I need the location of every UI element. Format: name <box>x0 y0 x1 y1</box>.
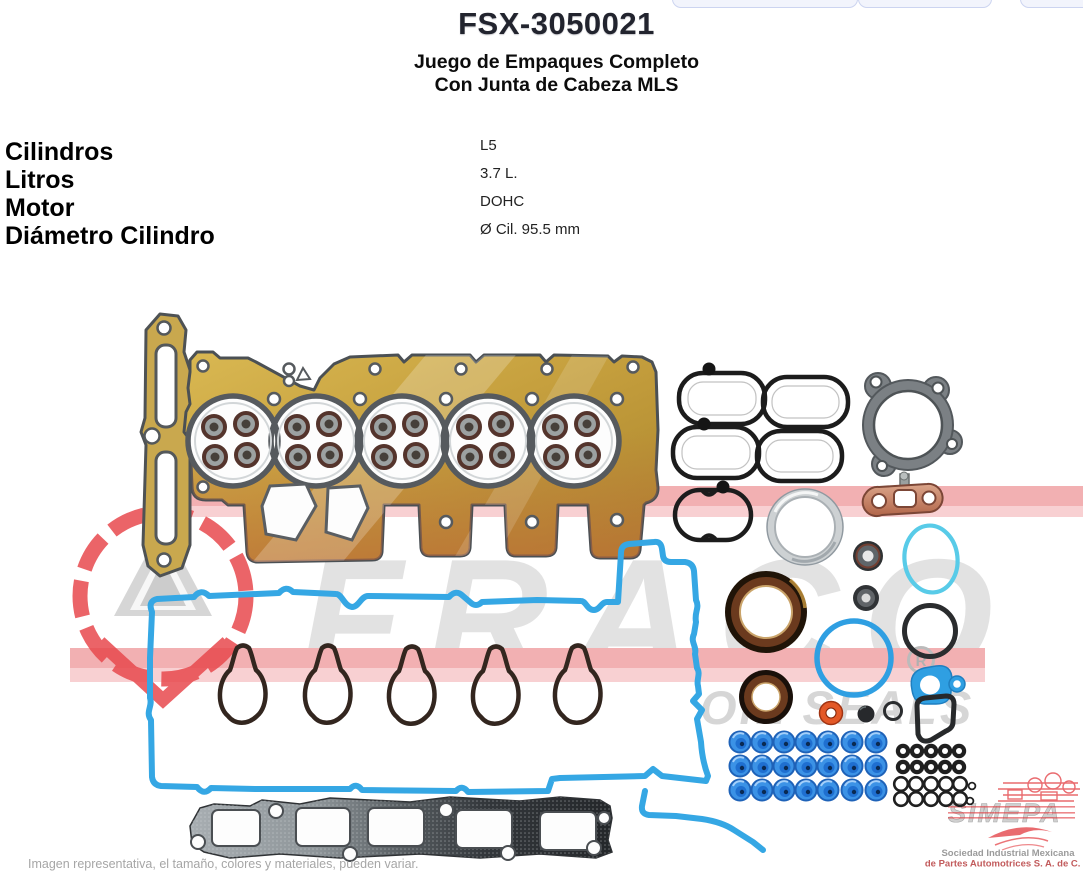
product-subtitle: Juego de Empaques Completo Con Junta de … <box>15 51 1083 97</box>
camshaft-seal <box>739 670 793 724</box>
blue-grommets <box>728 730 888 802</box>
spec-value: 3.7 L. <box>480 165 518 182</box>
valve-cover-gasket <box>145 538 766 853</box>
crankshaft-seal <box>725 571 807 653</box>
thin-black-ring <box>883 701 903 721</box>
spec-row-diametro: Diámetro Cilindro Ø Cil. 95.5 mm <box>5 221 1083 250</box>
spec-value: DOHC <box>480 193 525 210</box>
simepa-logo: SIMEPA Sociedad Industrial Mexicana de P… <box>925 772 1083 869</box>
black-o-ring-set <box>892 743 977 808</box>
spec-label: Diámetro Cilindro <box>5 222 215 250</box>
timing-cover-strip-gasket <box>139 312 192 578</box>
small-oval-gasket <box>672 480 754 543</box>
orange-o-ring <box>818 700 844 726</box>
page-title: FSX-3050021 <box>458 6 655 41</box>
small-seal <box>853 585 879 611</box>
metal-ring-gasket <box>766 488 844 566</box>
simepa-line1: Sociedad Industrial Mexicana <box>941 848 1075 859</box>
egr-copper-gasket <box>861 471 944 518</box>
spec-label: Litros <box>5 166 75 194</box>
spec-row-motor: Motor DOHC <box>5 193 1083 222</box>
pentagon-gasket <box>914 693 957 744</box>
subtitle-line-2: Con Junta de Cabeza MLS <box>434 74 679 96</box>
spec-label: Motor <box>5 194 75 222</box>
header: FSX-3050021 Juego de Empaques Completo C… <box>15 6 1083 97</box>
simepa-eagle-icon <box>988 827 1052 851</box>
subtitle-line-1: Juego de Empaques Completo <box>414 51 699 73</box>
rubber-cap <box>857 705 875 723</box>
cyan-o-ring <box>902 523 960 595</box>
black-o-ring <box>902 603 958 659</box>
intake-manifold-gasket <box>676 362 851 430</box>
head-gasket <box>182 350 660 564</box>
spec-label: Cilindros <box>5 138 114 166</box>
image-disclaimer: Imagen representativa, el tamaño, colore… <box>28 857 419 871</box>
simepa-line2: de Partes Automotrices S. A. de C. V. <box>925 859 1083 869</box>
spec-row-litros: Litros 3.7 L. <box>5 165 1083 194</box>
cam-seal-small <box>853 541 883 571</box>
intake-manifold-gasket <box>670 417 845 484</box>
spec-row-cilindros: Cilindros L5 <box>5 137 1083 166</box>
exhaust-manifold-gasket <box>189 796 613 862</box>
spec-table: Cilindros L5 Litros 3.7 L. Motor DOHC Di… <box>5 137 1083 250</box>
blue-o-ring <box>814 618 894 698</box>
svg-text:R: R <box>916 653 927 670</box>
spec-value: Ø Cil. 95.5 mm <box>480 221 581 238</box>
spec-value: L5 <box>480 137 497 154</box>
throttle-body-gasket <box>862 372 963 477</box>
